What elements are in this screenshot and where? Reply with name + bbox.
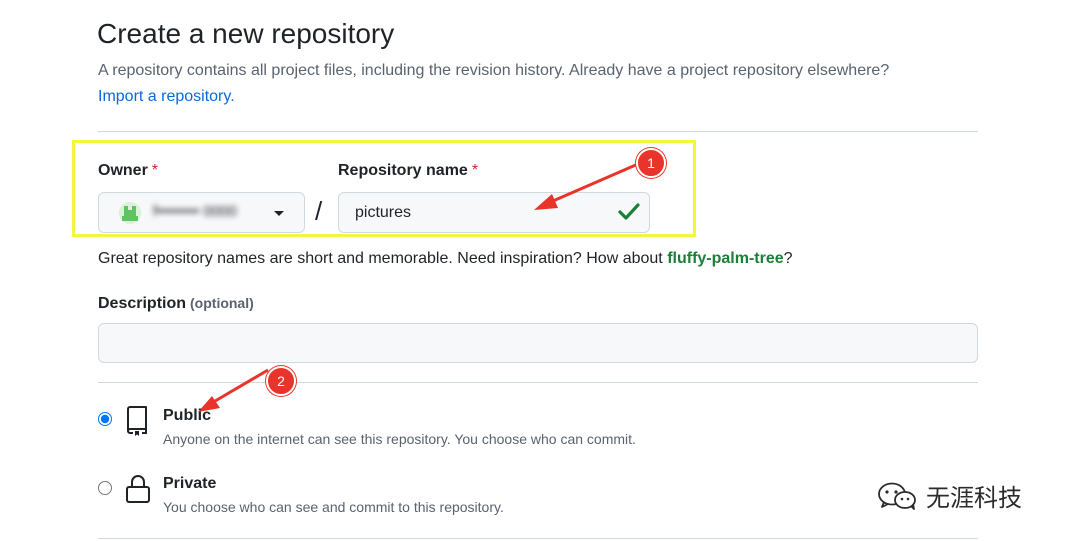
annotation-arrow-2 (198, 368, 269, 412)
wechat-icon (878, 482, 916, 510)
owner-repo-separator: / (315, 196, 323, 226)
repo-name-label-text: Repository name (338, 162, 468, 179)
public-radio[interactable] (98, 412, 112, 426)
hint-text: Great repository names are short and mem… (98, 250, 663, 267)
hint-end: ? (783, 250, 793, 267)
repo-name-input[interactable] (338, 192, 650, 233)
owner-label-text: Owner (98, 162, 148, 179)
owner-required-mark: * (151, 162, 159, 179)
check-icon (618, 203, 640, 220)
page-subtitle: A repository contains all project files,… (98, 62, 890, 79)
divider (98, 382, 978, 383)
description-input[interactable] (98, 323, 978, 363)
divider (98, 538, 978, 539)
description-optional-tag: (optional) (190, 295, 254, 311)
divider (98, 131, 978, 132)
watermark-text: 无涯科技 (926, 484, 1022, 512)
owner-avatar (119, 202, 141, 224)
highlight-box (72, 140, 696, 237)
lock-icon (126, 475, 150, 503)
description-label: Description(optional) (98, 295, 254, 313)
owner-label: Owner* (98, 162, 158, 180)
repo-name-required-mark: * (471, 162, 479, 179)
suggested-name-link[interactable]: fluffy-palm-tree (667, 250, 784, 267)
chevron-down-icon (274, 211, 284, 216)
identicon-icon (119, 202, 141, 224)
description-label-text: Description (98, 295, 187, 312)
import-repository-link[interactable]: Import a repository. (98, 88, 235, 105)
owner-select[interactable]: f•••••••• 0000 (98, 192, 305, 233)
private-radio[interactable] (98, 481, 112, 495)
repo-name-label: Repository name* (338, 162, 478, 180)
repo-name-hint: Great repository names are short and mem… (98, 250, 793, 268)
annotation-badge-2: 2 (266, 366, 296, 396)
repo-icon (127, 406, 147, 436)
annotation-arrow-1 (534, 162, 639, 210)
private-label[interactable]: Private (163, 475, 217, 492)
private-description: You choose who can see and commit to thi… (163, 499, 504, 515)
watermark: 无涯科技 (876, 478, 1022, 513)
public-label[interactable]: Public (163, 407, 212, 424)
annotation-badge-1: 1 (636, 148, 666, 178)
page-title: Create a new repository (97, 18, 395, 49)
public-description: Anyone on the internet can see this repo… (163, 431, 636, 447)
owner-name: f•••••••• 0000 (153, 203, 237, 220)
